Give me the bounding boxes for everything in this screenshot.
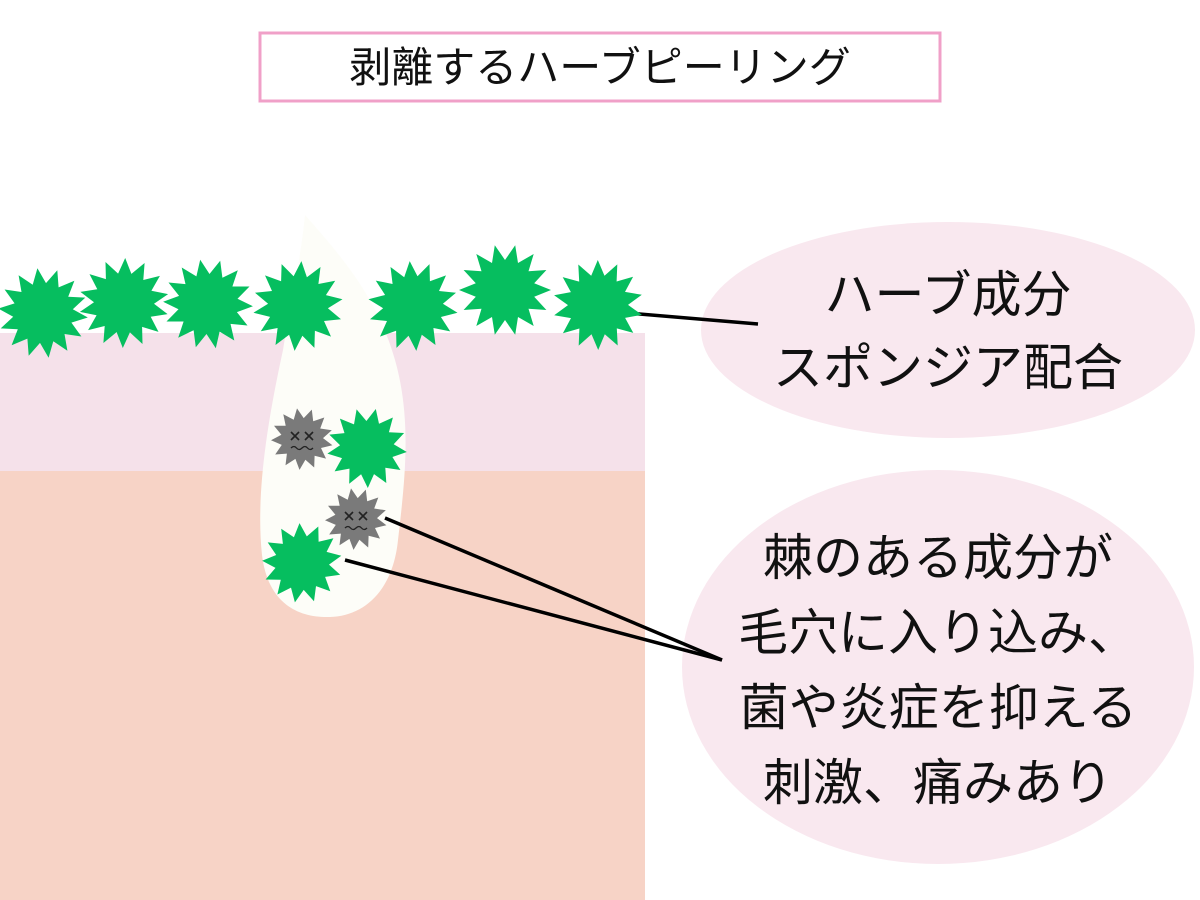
leader-lines [344, 311, 759, 662]
bacteria-x-eye [358, 511, 368, 521]
herb-particle-surface-7 [554, 260, 642, 350]
particles [0, 245, 642, 603]
page-title: 剥離するハーブピーリング [349, 43, 850, 92]
callout-bottom-bubble [682, 470, 1194, 864]
herb-particle-surface-5 [368, 261, 458, 351]
herb-particle-in-pore-upper [327, 409, 407, 488]
title-box: 剥離するハーブピーリング [258, 31, 942, 103]
bacteria-upper [271, 408, 333, 470]
bacteria-body [271, 408, 333, 470]
herb-particle-surface-4 [253, 261, 343, 351]
callout-top-line-1: ハーブ成分 [825, 266, 1072, 324]
bacteria-x-eye [304, 431, 314, 441]
callout-spiky-effect: 棘のある成分が 毛穴に入り込み、 菌や炎症を抑える 刺激、痛みあり [682, 470, 1194, 864]
callout-bottom-line-1: 棘のある成分が [763, 529, 1113, 587]
callout-bottom-line-2: 毛穴に入り込み、 [738, 604, 1138, 662]
callout-top-bubble [701, 222, 1195, 438]
callout-herb-ingredients: ハーブ成分 スポンジア配合 [701, 222, 1195, 438]
herb-particle-surface-6 [459, 245, 551, 335]
leader-line-bacteria [384, 516, 723, 662]
herb-particle-surface-2 [79, 258, 169, 348]
herb-particle-surface-1 [0, 268, 88, 358]
herb-particle-in-pore-lower [262, 523, 342, 603]
bacteria-x-eye [290, 431, 300, 441]
callout-bottom-line-4: 刺激、痛みあり [763, 754, 1113, 812]
leader-line-top [627, 311, 759, 326]
bacteria-x-eye [344, 511, 354, 521]
bacteria-wavy-mouth [290, 445, 314, 451]
callout-top-line-2: スポンジア配合 [773, 339, 1123, 397]
title-frame [258, 31, 942, 103]
bacteria-body [325, 488, 387, 550]
leader-line-herb-in-pore [344, 558, 723, 662]
bacteria-wavy-mouth [344, 525, 368, 531]
herb-particle-surface-3 [163, 259, 253, 349]
callout-bottom-line-3: 菌や炎症を抑える [739, 679, 1138, 737]
bacteria-lower [325, 488, 387, 550]
